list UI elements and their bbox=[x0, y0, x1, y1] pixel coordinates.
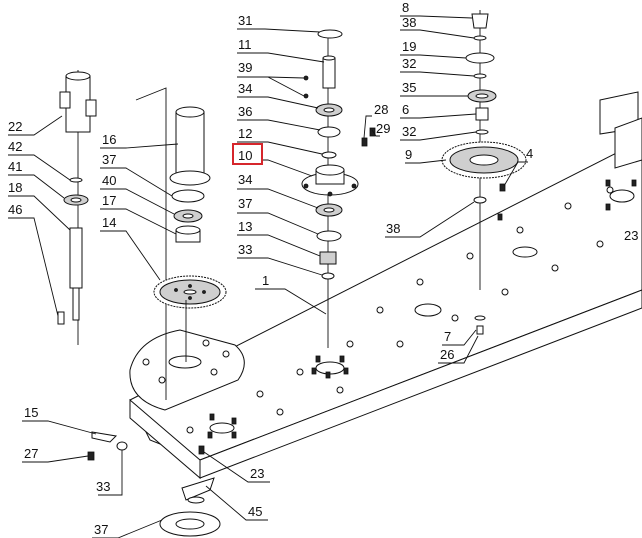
label-7: 7 bbox=[444, 329, 451, 344]
label-42: 42 bbox=[8, 139, 22, 154]
label-31: 31 bbox=[238, 13, 252, 28]
label-12: 12 bbox=[238, 126, 252, 141]
label-19: 19 bbox=[402, 39, 416, 54]
label-28: 28 bbox=[374, 102, 388, 117]
label-38-lower: 38 bbox=[386, 221, 400, 236]
label-13: 13 bbox=[238, 219, 252, 234]
label-11: 11 bbox=[238, 37, 252, 52]
lower-parts bbox=[87, 431, 221, 537]
label-41: 41 bbox=[8, 159, 22, 174]
label-46: 46 bbox=[8, 202, 22, 217]
highlight-box-10 bbox=[232, 143, 263, 165]
label-4: 4 bbox=[526, 146, 533, 161]
main-frame bbox=[129, 91, 642, 480]
label-33-centre: 33 bbox=[238, 242, 252, 257]
centre-assembly bbox=[301, 29, 376, 348]
label-16: 16 bbox=[102, 132, 116, 147]
plate-bolts bbox=[207, 179, 637, 439]
middle-gear-assembly bbox=[135, 87, 227, 400]
left-shaft-assembly bbox=[57, 70, 97, 345]
label-27: 27 bbox=[24, 446, 38, 461]
label-33-lower: 33 bbox=[96, 479, 110, 494]
label-18: 18 bbox=[8, 180, 22, 195]
label-34-upper: 34 bbox=[238, 81, 252, 96]
label-6: 6 bbox=[402, 102, 409, 117]
leader-lines bbox=[8, 15, 528, 538]
label-36: 36 bbox=[238, 104, 252, 119]
label-39: 39 bbox=[238, 60, 252, 75]
label-10[interactable]: 10 bbox=[238, 148, 252, 163]
label-26: 26 bbox=[440, 347, 454, 362]
label-9: 9 bbox=[405, 147, 412, 162]
label-35: 35 bbox=[402, 80, 416, 95]
label-40: 40 bbox=[102, 173, 116, 188]
label-15: 15 bbox=[24, 405, 38, 420]
label-37-bottom: 37 bbox=[94, 522, 108, 537]
label-1: 1 bbox=[262, 273, 269, 288]
label-8: 8 bbox=[402, 0, 409, 15]
label-34-lower: 34 bbox=[238, 172, 252, 187]
label-14: 14 bbox=[102, 215, 116, 230]
label-23-lower: 23 bbox=[250, 466, 264, 481]
label-37-left: 37 bbox=[102, 152, 116, 167]
label-22: 22 bbox=[8, 119, 22, 134]
label-17: 17 bbox=[102, 193, 116, 208]
label-23-right: 23 bbox=[624, 228, 638, 243]
label-38-upper: 38 bbox=[402, 15, 416, 30]
label-32-upper: 32 bbox=[402, 56, 416, 71]
part-labels: 31 11 39 34 36 12 10 34 37 13 33 28 29 8… bbox=[8, 0, 638, 537]
label-45: 45 bbox=[248, 504, 262, 519]
label-37-centre: 37 bbox=[238, 196, 252, 211]
label-32-lower: 32 bbox=[402, 124, 416, 139]
label-29: 29 bbox=[376, 121, 390, 136]
plate-holes bbox=[186, 186, 635, 434]
